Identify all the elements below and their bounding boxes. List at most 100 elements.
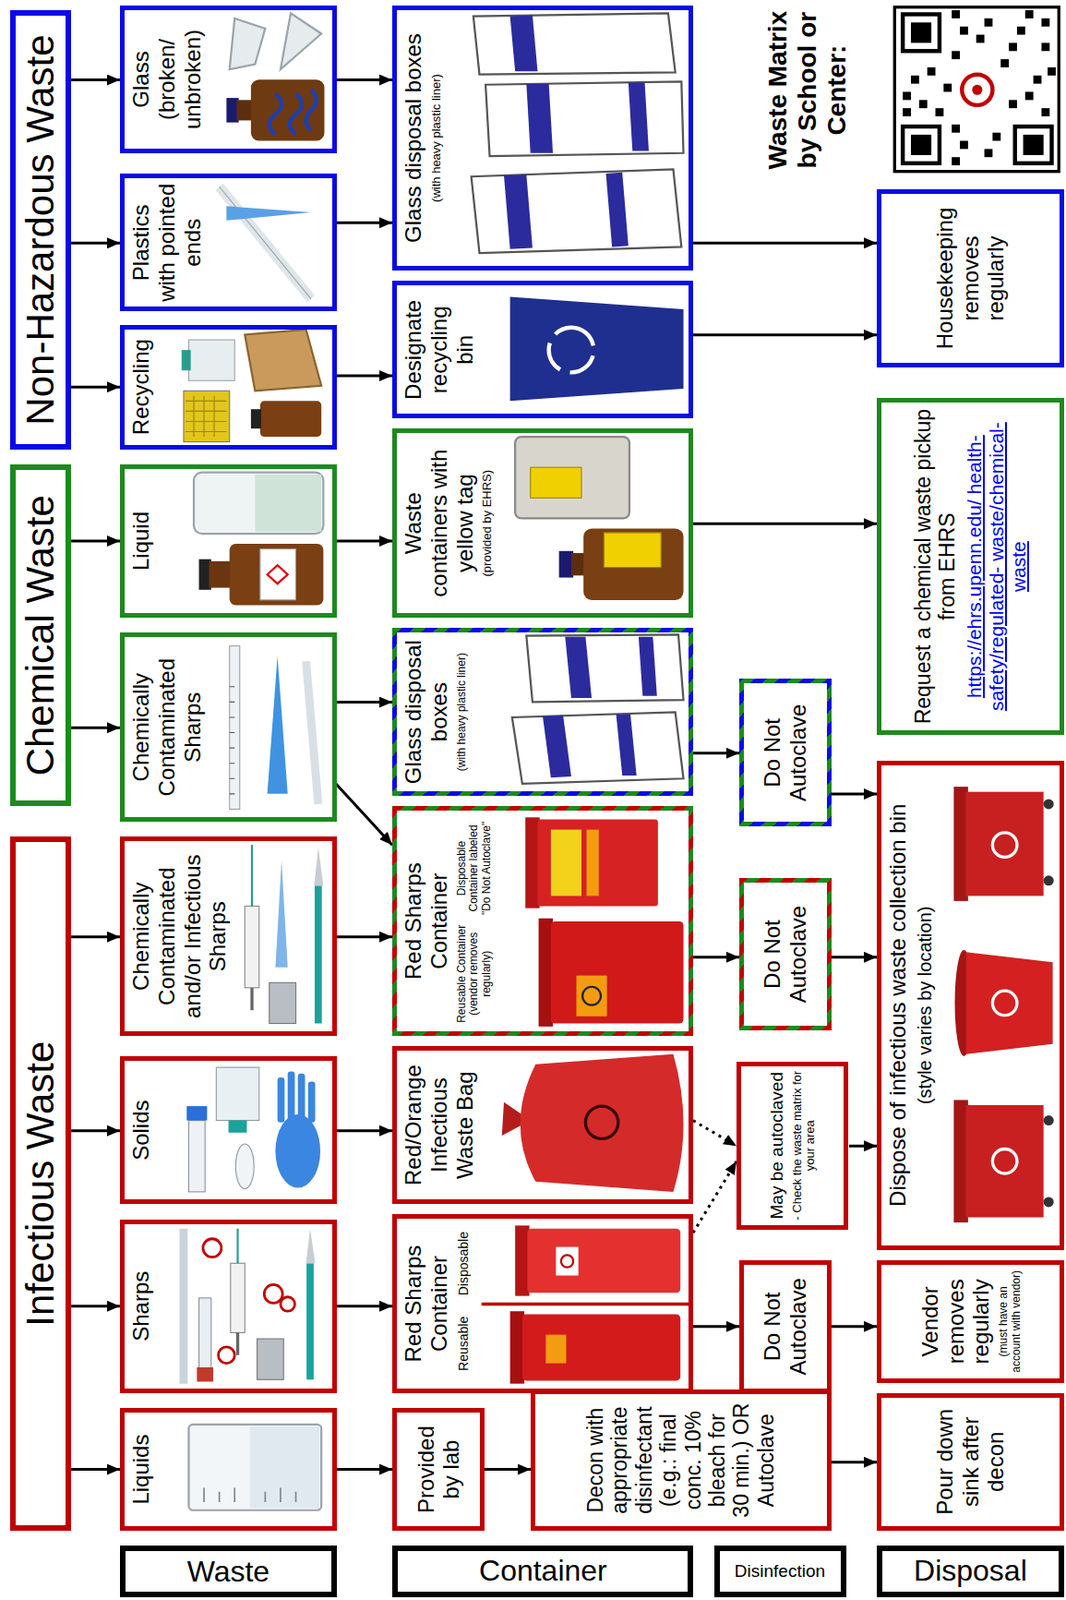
box-title: Plastics with pointed ends bbox=[128, 182, 205, 302]
note-row: ReusableDisposable bbox=[455, 1222, 471, 1383]
box-title: Disposal bbox=[913, 1554, 1028, 1589]
flow-arrow bbox=[693, 1161, 737, 1233]
flow-arrow bbox=[693, 241, 877, 245]
box-title: Waste containers with yellow tag bbox=[400, 437, 478, 608]
box-note: (must have an account with vendor) bbox=[997, 1269, 1024, 1374]
beaker-picture bbox=[188, 1424, 322, 1510]
process-box: Vendor removes regularly(must have an ac… bbox=[876, 1259, 1064, 1383]
box-title: Glass disposal boxes bbox=[400, 33, 427, 243]
process-box: Red Sharps ContainerReusableDisposable bbox=[392, 1213, 694, 1392]
process-box: Dispose of infectious waste collection b… bbox=[876, 760, 1064, 1250]
box-title: Chemically Contaminated and/or Infectiou… bbox=[128, 845, 230, 1026]
flow-arrow bbox=[71, 726, 120, 730]
sharps-picture bbox=[244, 844, 324, 1023]
glass-picture bbox=[226, 12, 324, 141]
note-row: Reusable Container (vendor removes regul… bbox=[455, 814, 494, 1027]
box-title: Red Sharps Container bbox=[400, 814, 452, 1027]
flow-arrow bbox=[483, 1467, 531, 1471]
process-box: Designate recycling bin bbox=[392, 280, 694, 419]
sharps-picture bbox=[183, 1228, 316, 1384]
box-title: Infectious Waste bbox=[18, 1041, 63, 1327]
flow-arrow bbox=[71, 1128, 120, 1132]
qr-code bbox=[894, 7, 1059, 172]
box-title: Waste bbox=[187, 1554, 271, 1589]
category-header: Infectious Waste bbox=[10, 836, 72, 1530]
process-box: Glass disposal boxes(with heavy plastic … bbox=[392, 627, 694, 796]
glass-box-picture bbox=[512, 634, 684, 783]
solids-picture bbox=[186, 1066, 321, 1192]
box-title: Do Not Autoclave bbox=[759, 687, 811, 817]
box-title: Recycling bbox=[128, 338, 155, 435]
box-title: Decon with appropriate disinfectant (e.g… bbox=[583, 1398, 779, 1521]
flow-arrow bbox=[71, 1467, 120, 1471]
process-box: Red Sharps ContainerReusable Container (… bbox=[392, 805, 694, 1036]
process-box: Glass (broken/ unbroken) bbox=[119, 5, 336, 154]
flow-arrow bbox=[830, 792, 877, 796]
box-title: Liquid bbox=[128, 511, 155, 571]
box-title: Vendor removes regularly bbox=[917, 1269, 995, 1374]
box-title: Non-Hazardous Waste bbox=[18, 34, 63, 425]
box-title: Sharps bbox=[128, 1270, 155, 1342]
flow-arrow bbox=[335, 78, 393, 82]
process-box: Recycling bbox=[119, 324, 336, 450]
box-title: Request a chemical waste pickup from EHR… bbox=[910, 407, 960, 726]
process-box: Sharps bbox=[119, 1219, 336, 1393]
box-note: (with heavy plastic liner) bbox=[455, 652, 469, 771]
sharps-container-picture bbox=[525, 816, 683, 1027]
process-box: Pour down sink after decon bbox=[876, 1392, 1064, 1531]
flow-arrow bbox=[693, 522, 877, 526]
box-title: Glass disposal boxes bbox=[400, 636, 452, 787]
process-box: Chemically Contaminated and/or Infectiou… bbox=[119, 836, 336, 1035]
process-box: Provided by lab bbox=[392, 1407, 484, 1531]
box-note: Reusable bbox=[455, 1303, 471, 1384]
flow-arrow bbox=[71, 78, 120, 82]
process-box: Do Not Autoclave bbox=[739, 678, 831, 827]
note-label: Waste Matrix by School or Center: bbox=[763, 8, 853, 172]
box-note: - Check the waste matrix for your area bbox=[790, 1070, 819, 1221]
process-box: Liquid bbox=[119, 464, 336, 618]
box-note: (provided by EHRS) bbox=[480, 469, 495, 577]
flow-arrow bbox=[693, 1120, 737, 1147]
process-box: Housekeeping removes regularly bbox=[876, 189, 1064, 368]
box-title: May be autoclaved bbox=[766, 1071, 788, 1220]
sharps-picture bbox=[229, 646, 319, 810]
row-label: Disposal bbox=[876, 1545, 1064, 1596]
box-title: Do Not Autoclave bbox=[759, 886, 811, 1022]
flow-arrow bbox=[830, 955, 877, 959]
category-header: Non-Hazardous Waste bbox=[10, 10, 72, 449]
process-box: Plastics with pointed ends bbox=[119, 173, 336, 312]
flow-arrow bbox=[71, 539, 120, 543]
box-title: Pour down sink after decon bbox=[932, 1401, 1009, 1522]
flow-arrow bbox=[693, 333, 877, 336]
box-note: Disposable bbox=[455, 1222, 471, 1304]
process-box: Decon with appropriate disinfectant (e.g… bbox=[530, 1389, 832, 1530]
box-title: Disinfection bbox=[734, 1560, 826, 1582]
box-title: Solids bbox=[128, 1099, 155, 1160]
process-box: Request a chemical waste pickup from EHR… bbox=[876, 397, 1064, 735]
process-box: Solids bbox=[119, 1055, 336, 1204]
flow-arrow bbox=[335, 1128, 393, 1132]
process-box: Chemically Contaminated Sharps bbox=[119, 632, 336, 821]
process-box: Waste containers with yellow tag(provide… bbox=[392, 428, 694, 617]
collection-bin-picture bbox=[953, 786, 1054, 1222]
flow-arrow bbox=[335, 1304, 393, 1307]
flow-arrow bbox=[693, 751, 740, 755]
waste-bag-picture bbox=[502, 1054, 684, 1192]
row-label: Container bbox=[392, 1545, 694, 1596]
box-title: Provided by lab bbox=[413, 1416, 465, 1522]
box-note: Reusable Container (vendor removes regul… bbox=[455, 921, 494, 1027]
box-title: Do Not Autoclave bbox=[759, 1269, 811, 1384]
box-title: Red Sharps Container bbox=[400, 1222, 452, 1383]
flow-arrow bbox=[693, 955, 740, 959]
box-note: Disposable Container labeled "Do Not Aut… bbox=[455, 814, 494, 921]
box-title: Dispose of infectious waste collection b… bbox=[885, 803, 911, 1207]
flow-arrow bbox=[335, 374, 393, 378]
flow-arrow bbox=[335, 221, 393, 225]
process-box: Do Not Autoclave bbox=[739, 877, 831, 1031]
flow-arrow bbox=[831, 1460, 877, 1463]
flow-arrow bbox=[335, 700, 393, 704]
row-label: Waste bbox=[119, 1545, 336, 1596]
recycling-bin-picture bbox=[510, 297, 684, 402]
box-title: Designate recycling bin bbox=[400, 289, 478, 409]
